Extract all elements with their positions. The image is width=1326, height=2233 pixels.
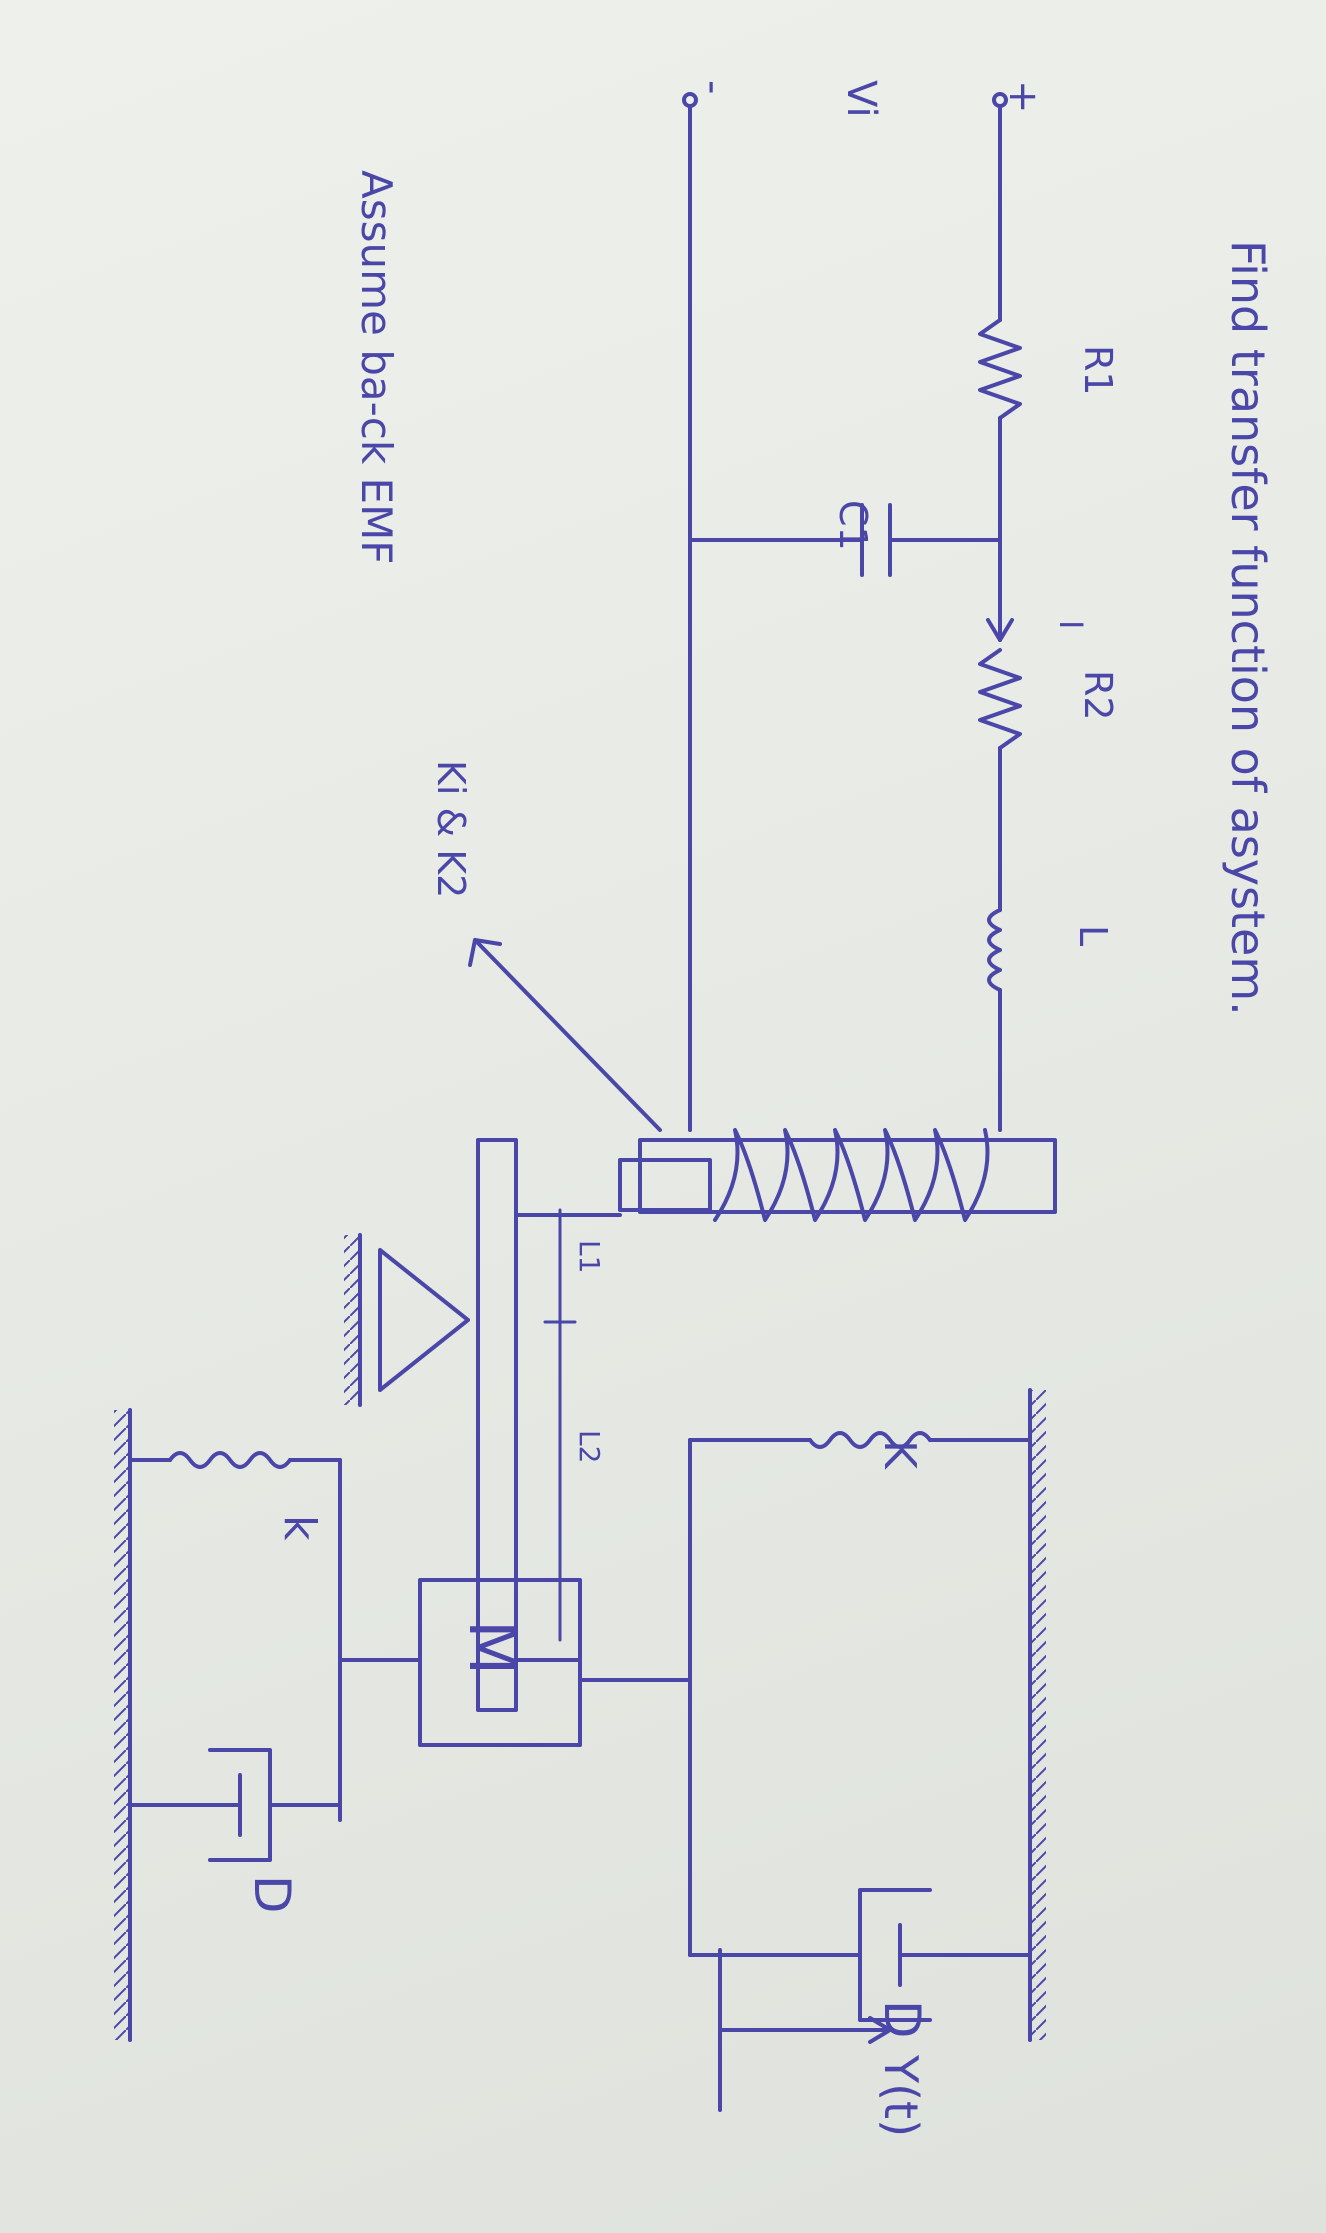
lever: L1 L2 <box>344 1138 622 1712</box>
upper-spring <box>808 1431 932 1449</box>
lower-support: k D <box>114 1408 422 2042</box>
r1-label: R1 <box>1076 345 1120 396</box>
resistor-r2 <box>978 648 1022 750</box>
input-circuit: + - Vi R1 C1 I R2 L <box>682 80 1120 1132</box>
lower-spring <box>168 1451 292 1469</box>
solenoid: Ki & K2 <box>429 760 1057 1222</box>
title-text: Find transfer function of asystem. <box>1221 240 1275 1016</box>
fulcrum <box>378 1248 470 1392</box>
inductor-label: L <box>1071 925 1115 946</box>
mass-block: M <box>418 1578 582 1747</box>
output-label: Y(t) <box>874 2054 928 2137</box>
inductor-l <box>987 908 1002 992</box>
lower-damper-label: D <box>243 1875 301 1914</box>
upper-spring-label: K <box>874 1440 925 1470</box>
mass-box <box>418 1578 582 1747</box>
c1-label: C1 <box>831 500 875 551</box>
mass-label: M <box>454 1620 528 1675</box>
vi-label: Vi <box>838 80 884 118</box>
solenoid-coil <box>713 1128 990 1222</box>
upper-support: K D <box>578 1388 1046 2042</box>
note-text: Assume ba-ck EMF <box>352 170 401 564</box>
output-indicator: Y(t) <box>718 1948 928 2137</box>
constants-arrow <box>473 938 662 1132</box>
resistor-r1 <box>978 318 1022 420</box>
plus-label: + <box>1000 80 1046 114</box>
r2-label: R2 <box>1076 670 1120 721</box>
solenoid-core <box>638 1138 1057 1214</box>
l1-label: L1 <box>573 1240 606 1273</box>
fulcrum-ground <box>344 1235 360 1405</box>
output-arrow <box>868 2016 892 2044</box>
minus-label: - <box>690 80 736 94</box>
current-label: I <box>1052 620 1090 629</box>
current-arrow <box>986 618 1014 642</box>
plunger <box>618 1158 712 1212</box>
lever-bar <box>476 1138 518 1712</box>
coil-constants-label: Ki & K2 <box>429 760 473 898</box>
l2-label: L2 <box>573 1430 606 1463</box>
lower-spring-label: k <box>274 1515 325 1541</box>
